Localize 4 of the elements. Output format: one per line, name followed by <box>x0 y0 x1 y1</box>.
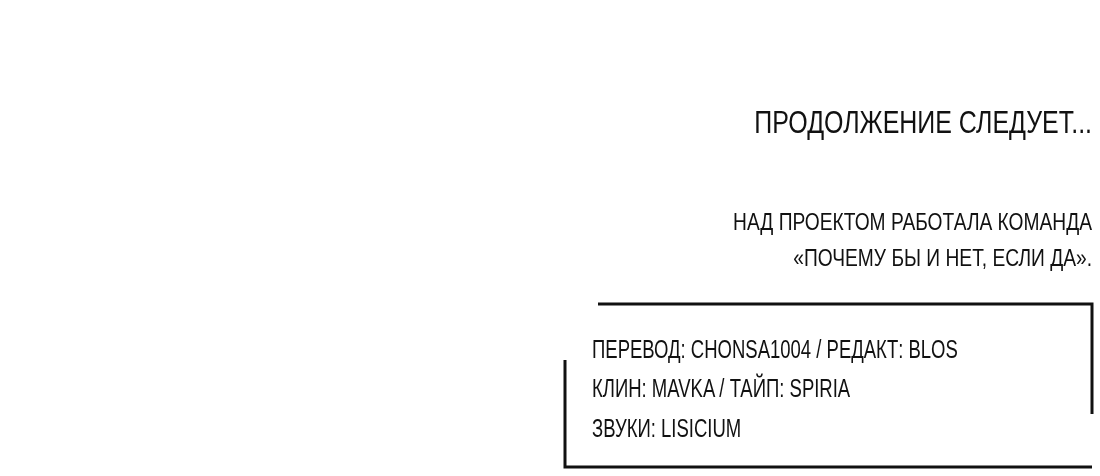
heading: ПРОДОЛЖЕНИЕ СЛЕДУЕТ... <box>754 106 1092 138</box>
team-credit-text: НАД ПРОЕКТОМ РАБОТАЛА КОМАНДА «ПОЧЕМУ БЫ И НЕТ, ЕСЛИ ДА». <box>732 207 1092 273</box>
credit-line: ПЕРЕВОД: CHONSA1004 / РЕДАКТ: BLOS <box>592 337 958 362</box>
credit-line: ЗВУКИ: LISICIUM <box>592 416 742 441</box>
